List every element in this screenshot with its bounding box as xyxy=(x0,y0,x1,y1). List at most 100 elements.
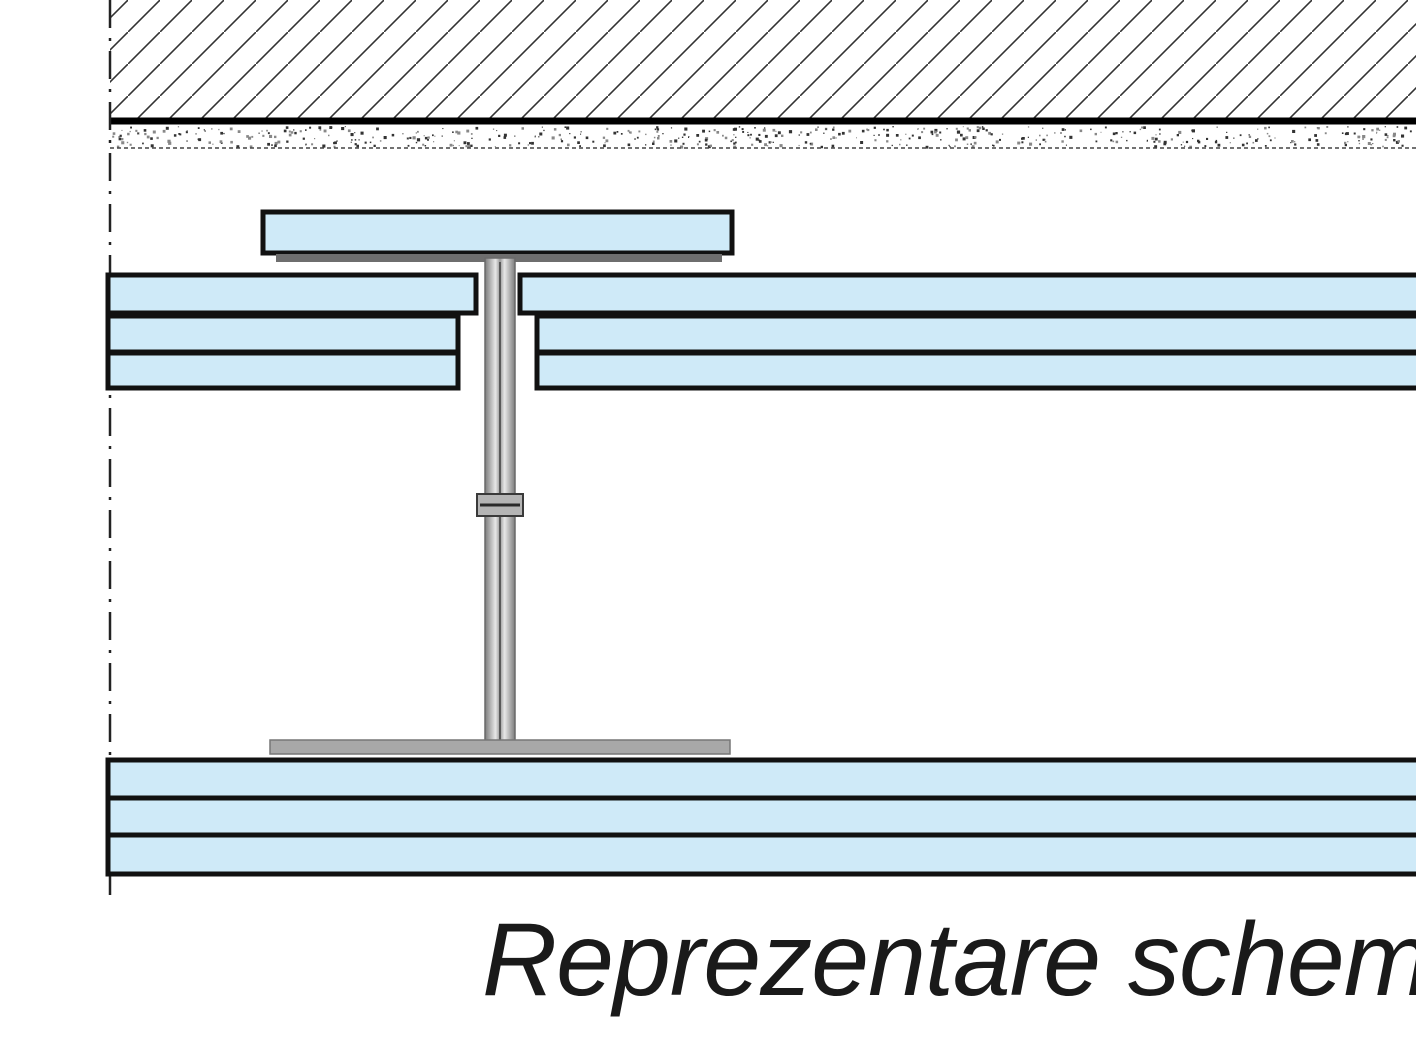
speckle xyxy=(656,126,659,129)
speckle xyxy=(832,128,835,131)
speckle xyxy=(1344,132,1348,136)
speckle xyxy=(514,135,516,137)
speckle xyxy=(724,136,728,140)
speckle xyxy=(475,126,479,130)
speckle xyxy=(949,146,951,148)
speckle xyxy=(580,133,582,135)
speckle xyxy=(178,133,181,135)
speckle xyxy=(538,136,540,138)
speckle xyxy=(899,143,901,146)
bottom-boards xyxy=(105,757,1416,877)
speckle xyxy=(638,130,641,133)
speckle xyxy=(931,133,934,136)
speckle xyxy=(764,134,768,138)
speckle xyxy=(1069,135,1073,139)
speckle xyxy=(716,131,720,134)
speckle xyxy=(917,128,919,130)
speckle xyxy=(1252,141,1255,144)
speckle xyxy=(1268,126,1270,129)
speckle xyxy=(1401,134,1405,138)
speckle xyxy=(577,141,580,144)
speckle xyxy=(835,137,837,139)
speckle xyxy=(294,131,297,135)
speckle xyxy=(1308,138,1311,142)
speckle xyxy=(873,134,875,136)
speckle xyxy=(1353,132,1356,135)
speckle xyxy=(708,130,711,133)
speckle xyxy=(488,138,491,141)
speckle xyxy=(707,145,711,149)
speckle xyxy=(1115,140,1119,144)
speckle xyxy=(212,143,214,145)
board xyxy=(105,832,1416,877)
speckle xyxy=(682,142,685,145)
speckle xyxy=(1362,138,1364,140)
speckle xyxy=(527,144,529,146)
speckle xyxy=(1257,128,1259,130)
speckle xyxy=(1401,144,1404,147)
speckle xyxy=(1409,130,1412,133)
speckle xyxy=(1358,140,1360,142)
speckle xyxy=(152,130,156,134)
speckle xyxy=(657,137,660,140)
speckle xyxy=(580,131,582,133)
speckle xyxy=(534,135,536,137)
speckle xyxy=(1042,138,1045,141)
speckle xyxy=(900,139,902,141)
speckle xyxy=(1027,136,1029,138)
speckle xyxy=(347,129,351,133)
speckle xyxy=(956,130,961,134)
speckle xyxy=(237,130,241,133)
speckle xyxy=(1357,135,1361,139)
speckle xyxy=(838,132,841,136)
speckle xyxy=(832,126,835,129)
speckle xyxy=(652,140,655,143)
speckle xyxy=(1215,139,1218,142)
speckle xyxy=(645,144,647,146)
speckle xyxy=(1372,143,1374,145)
speckle xyxy=(832,136,836,139)
speckle xyxy=(1316,143,1320,146)
speckle xyxy=(830,138,832,140)
speckle xyxy=(288,133,292,137)
speckle xyxy=(121,138,124,141)
speckle xyxy=(248,136,252,140)
board xyxy=(105,795,1416,838)
speckle xyxy=(962,126,964,128)
speckle xyxy=(1110,139,1113,142)
speckle xyxy=(732,128,736,131)
speckle xyxy=(968,129,971,132)
speckle xyxy=(1294,143,1297,146)
speckle xyxy=(1370,143,1373,146)
speckle xyxy=(866,128,868,131)
speckle xyxy=(804,141,808,144)
speckle xyxy=(112,132,116,135)
speckle xyxy=(341,127,345,131)
speckle xyxy=(269,134,273,138)
speckle xyxy=(1192,138,1194,140)
speckle xyxy=(923,127,926,130)
speckle xyxy=(453,140,455,142)
speckle xyxy=(150,144,154,148)
speckle xyxy=(137,132,139,135)
speckle xyxy=(573,136,576,139)
speckle xyxy=(1061,128,1065,131)
speckle xyxy=(606,127,609,130)
speckle xyxy=(800,131,803,134)
speckle xyxy=(709,144,712,147)
speckle xyxy=(1291,140,1294,143)
speckle xyxy=(329,126,333,129)
speckle xyxy=(467,142,470,145)
speckle xyxy=(758,133,761,136)
speckle xyxy=(662,133,664,135)
speckle xyxy=(1294,141,1296,143)
speckle xyxy=(722,134,724,137)
speckle xyxy=(627,143,631,147)
speckle xyxy=(680,145,684,149)
speckle xyxy=(1239,134,1242,137)
speckle xyxy=(1386,136,1389,139)
speckle xyxy=(1395,140,1399,144)
speckle xyxy=(277,140,281,144)
speckle xyxy=(749,137,751,139)
speckle xyxy=(494,146,496,147)
